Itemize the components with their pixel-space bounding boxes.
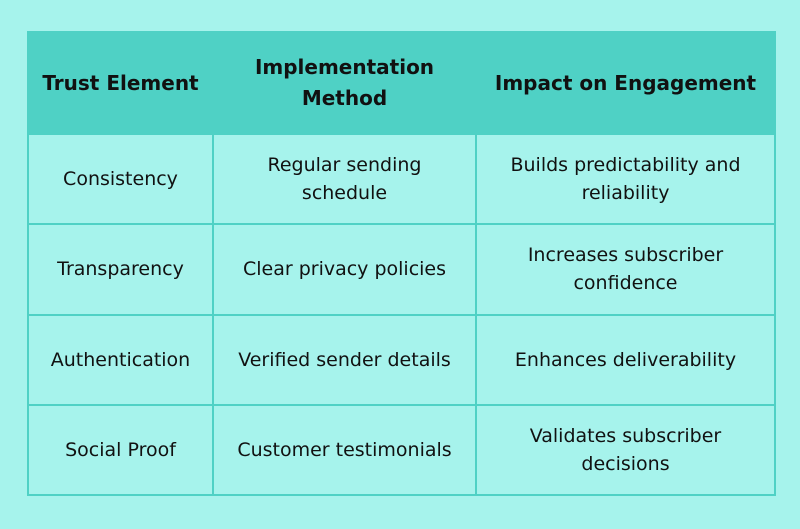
cell-impact-on-engagement: Validates subscriber decisions [475, 403, 776, 497]
table-row: Consistency Regular sending schedule Bui… [27, 132, 776, 226]
cell-impact-on-engagement: Enhances deliverability [475, 313, 776, 406]
cell-trust-element: Transparency [27, 223, 214, 316]
table-row: Social Proof Customer testimonials Valid… [27, 403, 776, 497]
header-implementation-method: Implementation Method [212, 31, 477, 135]
cell-trust-element: Authentication [27, 313, 214, 406]
cell-implementation-method: Clear privacy policies [212, 223, 477, 316]
cell-implementation-method: Verified sender details [212, 313, 477, 406]
trust-table: Trust Element Implementation Method Impa… [27, 31, 776, 497]
header-row: Trust Element Implementation Method Impa… [27, 31, 776, 135]
table-row: Transparency Clear privacy policies Incr… [27, 223, 776, 316]
header-trust-element: Trust Element [27, 31, 214, 135]
cell-implementation-method: Regular sending schedule [212, 132, 477, 226]
cell-impact-on-engagement: Increases subscriber confidence [475, 223, 776, 316]
cell-trust-element: Social Proof [27, 403, 214, 497]
cell-trust-element: Consistency [27, 132, 214, 226]
cell-impact-on-engagement: Builds predictability and reliability [475, 132, 776, 226]
header-impact-on-engagement: Impact on Engagement [475, 31, 776, 135]
table-row: Authentication Verified sender details E… [27, 313, 776, 406]
cell-implementation-method: Customer testimonials [212, 403, 477, 497]
